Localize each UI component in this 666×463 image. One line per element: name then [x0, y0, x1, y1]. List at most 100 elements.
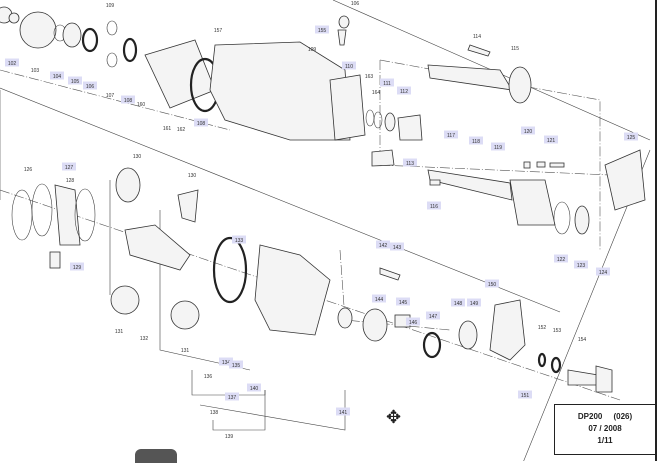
label-text: 150 [488, 282, 497, 288]
part-label-121: 121 [544, 135, 558, 144]
label-text: 131 [115, 329, 124, 335]
part-label-153: 153 [553, 328, 562, 334]
label-highlight [521, 126, 535, 135]
bottom-tab-handle[interactable] [135, 449, 177, 463]
label-highlight [376, 240, 390, 249]
part-label-148: 148 [451, 298, 465, 307]
part-label-143: 143 [390, 242, 404, 251]
label-highlight [426, 311, 440, 320]
label-text: 160 [137, 102, 146, 108]
part-label-106: 106 [83, 81, 97, 90]
part-label-145: 145 [396, 297, 410, 306]
label-text: 104 [53, 74, 62, 80]
part-label-139: 139 [225, 434, 234, 440]
part-label-130: 130 [133, 154, 142, 160]
revision-date: 07 / 2008 [588, 424, 622, 433]
label-text: 128 [66, 178, 75, 184]
label-text: 120 [524, 129, 533, 135]
label-text: 124 [599, 270, 608, 276]
label-text: 138 [210, 410, 219, 416]
label-text: 111 [383, 81, 391, 87]
part-label-122: 122 [554, 254, 568, 263]
label-text: 112 [400, 89, 408, 95]
label-highlight [396, 297, 410, 306]
label-text: 154 [578, 337, 587, 343]
part-label-104: 104 [50, 71, 64, 80]
label-highlight [219, 357, 233, 366]
label-highlight [406, 317, 420, 326]
label-text: 147 [429, 314, 438, 320]
part-label-164: 164 [372, 90, 381, 96]
part-label-129: 129 [70, 262, 84, 271]
label-text: 103 [31, 68, 40, 74]
rotor-head [254, 244, 331, 336]
label-text: 135 [232, 363, 241, 369]
label-text: 143 [393, 245, 402, 251]
label-text: 133 [235, 238, 244, 244]
label-text: 163 [365, 74, 374, 80]
label-highlight [451, 298, 465, 307]
label-highlight [444, 130, 458, 139]
part-label-109: 109 [308, 47, 317, 53]
label-highlight [68, 76, 82, 85]
part-label-106: 106 [351, 1, 360, 7]
label-highlight [121, 95, 135, 104]
label-text: 149 [470, 301, 479, 307]
label-highlight [247, 383, 261, 392]
label-text: 116 [430, 204, 438, 210]
lower-assembly [11, 167, 613, 393]
part-label-150: 150 [485, 279, 499, 288]
part-label-131: 131 [115, 329, 124, 335]
label-text: 125 [627, 135, 636, 141]
label-text: 127 [65, 165, 74, 171]
part-label-103: 103 [31, 68, 40, 74]
label-text: 119 [494, 145, 502, 151]
part-label-132: 132 [140, 336, 149, 342]
label-text: 151 [521, 393, 530, 399]
label-highlight [397, 86, 411, 95]
label-text: 109 [308, 47, 317, 53]
label-highlight [390, 242, 404, 251]
end-plate [19, 11, 57, 49]
part-label-151: 151 [518, 390, 532, 399]
part-label-152: 152 [538, 325, 547, 331]
part-label-135: 135 [229, 360, 243, 369]
part-label-110: 110 [342, 61, 356, 70]
label-text: 110 [345, 64, 353, 70]
label-highlight [336, 407, 350, 416]
label-text: 134 [222, 360, 231, 366]
label-text: 155 [318, 28, 327, 34]
part-label-115: 115 [511, 46, 519, 52]
pump-housing [209, 41, 351, 141]
label-text: 123 [577, 263, 586, 269]
label-text: 108 [124, 98, 133, 104]
part-label-157: 157 [214, 28, 223, 34]
part-label-128: 128 [66, 178, 75, 184]
top-assembly [0, 6, 423, 167]
part-label-109: 109 [106, 3, 115, 9]
part-label-133: 133 [232, 235, 246, 244]
label-text: 114 [473, 34, 481, 40]
part-label-142: 142 [376, 240, 390, 249]
label-text: 122 [557, 257, 566, 263]
label-text: 121 [547, 138, 556, 144]
part-label-125: 125 [624, 132, 638, 141]
part-label-126: 126 [24, 167, 33, 173]
part-label-141: 141 [336, 407, 350, 416]
label-highlight [315, 25, 329, 34]
move-cursor-icon: ✥ [386, 407, 402, 427]
label-text: 102 [8, 61, 17, 67]
page-border [655, 0, 657, 461]
label-text: 108 [197, 121, 206, 127]
label-text: 137 [228, 395, 237, 401]
label-text: 115 [511, 46, 519, 52]
label-text: 106 [86, 84, 95, 90]
label-highlight [427, 201, 441, 210]
part-label-124: 124 [596, 267, 610, 276]
part-label-154: 154 [578, 337, 587, 343]
label-text: 142 [379, 243, 388, 249]
label-text: 164 [372, 90, 381, 96]
part-label-112: 112 [397, 86, 411, 95]
